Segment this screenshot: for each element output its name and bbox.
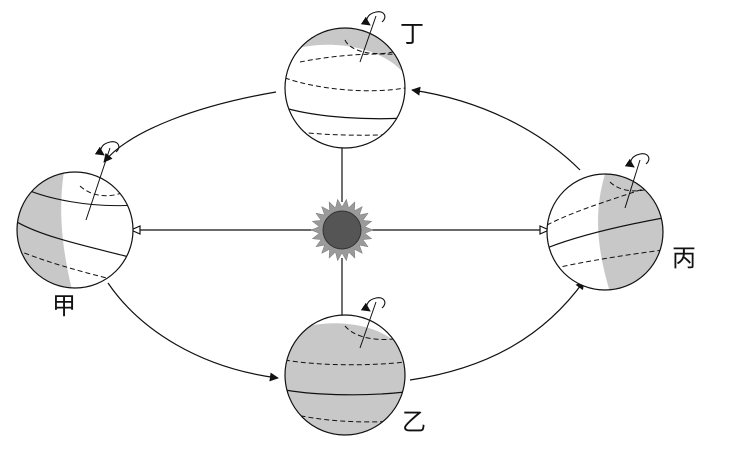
label-bing: 丙 [672,244,696,272]
rotation-arrow-icon [94,141,120,156]
day-crescent-yi [285,315,405,352]
orbit-path [103,86,585,382]
orbit-arc-jia-to-yi [107,282,279,382]
axis-jia [85,147,111,221]
axis-ding [359,15,377,63]
orbit-arc-ding-to-jia [103,91,277,163]
earth-yi [284,297,406,436]
orbit-arc-yi-to-bing [409,280,585,381]
ray-tip-bing [539,225,551,235]
rotation-arrow-icon [624,153,650,168]
label-ding: 丁 [400,20,424,48]
sun-icon [310,198,374,262]
ray-tip-jia [129,225,141,235]
night-side-ding [285,28,405,75]
axis-bing [624,159,641,209]
label-yi: 乙 [402,408,426,436]
orbit-arc-bing-to-ding [411,86,581,171]
earth-bing [546,153,664,291]
night-side-bing [598,174,663,290]
earth-jia [16,141,134,289]
rotation-arrow-icon [360,297,386,312]
axis-yi [359,301,377,349]
earth-ding [284,11,406,149]
label-jia: 甲 [52,292,76,320]
sun-core [322,210,362,250]
rotation-arrow-icon [360,11,386,26]
